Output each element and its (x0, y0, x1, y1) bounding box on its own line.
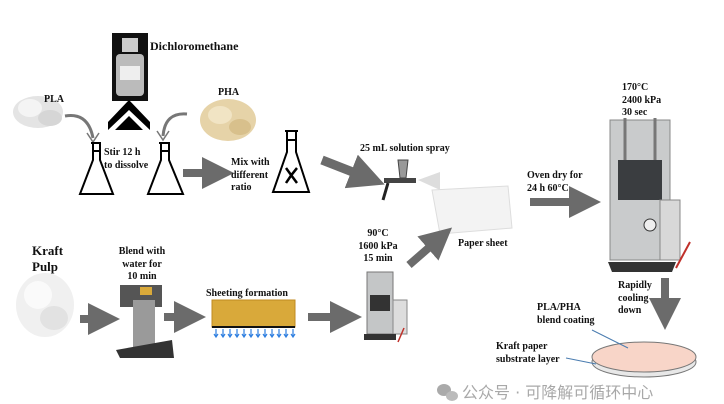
watermark: 公众号 · 可降解可循环中心 (462, 383, 654, 402)
water-arrow-icon (234, 329, 240, 339)
wechat-icon (437, 384, 458, 401)
stir-line-2: to dissolve (104, 159, 149, 171)
oven-line-2: 24 h 60°C (527, 182, 569, 194)
water-arrow-icon (276, 329, 282, 339)
stir-line-1: Stir 12 h (104, 147, 141, 158)
kraft-line-1: Kraft (32, 243, 64, 258)
spray-gun-image (381, 159, 440, 201)
substrate-line-1: Kraft paper (496, 341, 548, 352)
water-arrow-icon (283, 329, 289, 339)
blend-line-2: water for (122, 258, 162, 270)
coating-line-2: blend coating (537, 314, 595, 326)
label-sheeting: Sheeting formation (206, 288, 288, 299)
small-press-time: 15 min (363, 253, 393, 264)
water-arrow-icon (262, 329, 268, 339)
water-arrow-icon (213, 329, 219, 339)
curved-arrow-icon (161, 112, 188, 137)
mix-line-3: ratio (231, 182, 252, 193)
flask-icon (146, 142, 185, 195)
press-pressure: 2400 kPa (622, 94, 662, 106)
water-arrow-icon (227, 329, 233, 339)
small-press-temp: 90°C (367, 228, 389, 239)
double-chevron-icon (108, 100, 150, 130)
blend-line-3: 10 min (127, 271, 157, 282)
label-spray: 25 mL solution spray (360, 143, 450, 154)
small-press-machine-image (364, 271, 408, 343)
label-pha: PHA (218, 87, 240, 98)
coated-paper-disc-image (591, 341, 697, 378)
pointer-line (591, 329, 629, 349)
water-arrow-icon (255, 329, 261, 339)
arrow-icon (320, 154, 385, 189)
water-drain-arrows (213, 329, 296, 339)
sheeting-formation-image (211, 299, 296, 328)
blend-line-1: Blend with (118, 246, 166, 257)
substrate-line-2: substrate layer (496, 353, 560, 365)
arrow-icon (406, 227, 453, 269)
water-arrow-icon (248, 329, 254, 339)
pointer-line (565, 357, 597, 365)
press-temp: 170°C (622, 82, 649, 93)
pla-pellets-image (13, 96, 63, 128)
press-time: 30 sec (622, 107, 648, 118)
dichloromethane-bottle-image (112, 33, 148, 101)
small-press-pressure: 1600 kPa (358, 240, 398, 252)
label-paper-sheet: Paper sheet (458, 238, 508, 249)
curved-arrow-head (156, 130, 170, 142)
kraft-line-2: Pulp (32, 259, 59, 274)
curved-arrow-icon (64, 113, 95, 139)
hot-press-machine-image (608, 118, 691, 272)
water-arrow-icon (241, 329, 247, 339)
pha-pellets-image (200, 99, 256, 141)
water-arrow-icon (290, 329, 296, 339)
label-pla: PLA (44, 94, 64, 105)
mix-line-1: Mix with (231, 157, 270, 168)
cooling-line-1: Rapidly (618, 280, 652, 291)
flask-icon (78, 142, 115, 195)
coating-line-1: PLA/PHA (537, 302, 581, 313)
cooling-line-3: down (618, 305, 642, 316)
kraft-pulp-image (16, 273, 74, 337)
water-arrow-icon (220, 329, 226, 339)
cooling-line-2: cooling (618, 292, 649, 304)
water-arrow-icon (269, 329, 275, 339)
oven-line-1: Oven dry for (527, 170, 583, 181)
label-dichloromethane: Dichloromethane (150, 39, 239, 53)
paper-sheet-image (431, 185, 513, 235)
mix-line-2: different (231, 169, 269, 181)
blender-image (116, 285, 174, 358)
mix-cross-icon (284, 167, 299, 184)
mixing-flask-icon (271, 130, 311, 193)
